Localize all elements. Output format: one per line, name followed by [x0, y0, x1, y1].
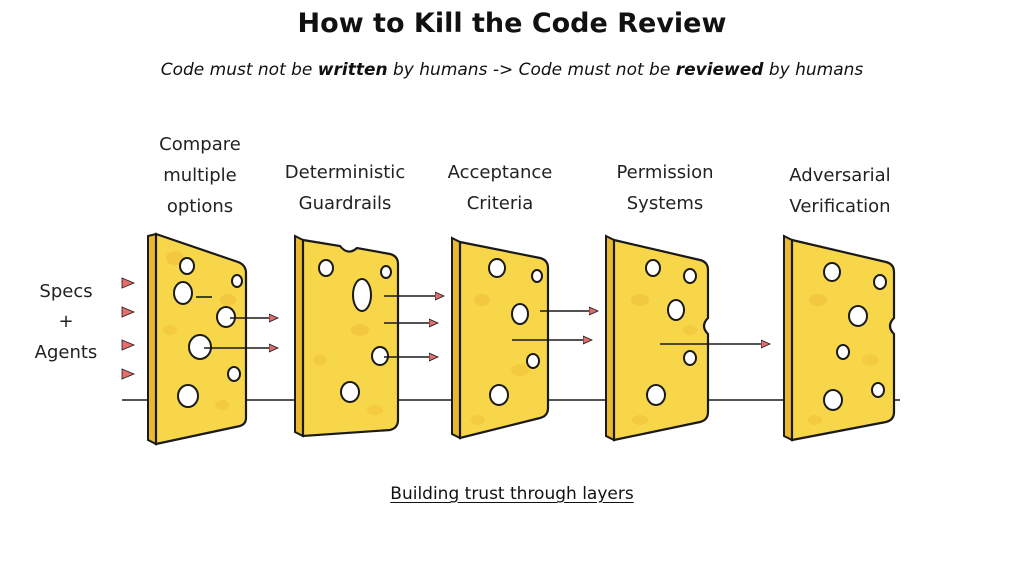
cheese-hole — [177, 384, 199, 408]
cheese-slice-1 — [147, 232, 248, 446]
layer-label-5: Adversarial Verification — [789, 165, 890, 217]
subtitle: Code must not be written by humans -> Co… — [160, 60, 864, 80]
cheese-hole — [823, 389, 843, 411]
cheese-hole — [318, 259, 334, 277]
cheese-hole — [489, 384, 509, 406]
cheese-hole — [188, 334, 212, 360]
layer-label-line: Guardrails — [299, 193, 392, 214]
incoming-arrow — [121, 368, 136, 380]
cheese-slice-3 — [451, 236, 550, 440]
incoming-arrow — [121, 306, 136, 318]
incoming-arrows — [121, 277, 136, 380]
cheese-hole — [227, 366, 241, 382]
layer-label-1: Compare multiple options — [159, 134, 241, 217]
layer-label-4: Permission Systems — [616, 162, 713, 214]
input-label-line: + — [58, 311, 73, 332]
cheese-hole — [683, 350, 697, 366]
input-label: Specs + Agents — [35, 281, 98, 363]
caption: Building trust through layers — [390, 484, 634, 504]
layer-label-line: Acceptance — [448, 162, 553, 183]
cheese-hole — [526, 353, 540, 369]
cheese-hole — [836, 344, 850, 360]
layer-label-line: Systems — [627, 193, 704, 214]
cheese-hole — [352, 278, 372, 312]
layer-label-line: Compare — [159, 134, 241, 155]
cheese-hole — [645, 259, 661, 277]
layer-label-line: Permission — [616, 162, 713, 183]
cheese-hole — [340, 381, 360, 403]
page-title: How to Kill the Code Review — [297, 8, 727, 39]
cheese-slice-5 — [783, 234, 896, 442]
layer-label-line: Deterministic — [285, 162, 405, 183]
cheese-slice-4 — [605, 234, 710, 442]
cheese-hole — [216, 306, 236, 328]
layer-label-line: Adversarial — [789, 165, 890, 186]
layer-label-line: Verification — [789, 196, 890, 217]
cheese-hole — [511, 303, 529, 325]
cheese-hole — [848, 305, 868, 327]
cheese-hole — [380, 265, 392, 279]
layer-label-2: Deterministic Guardrails — [285, 162, 405, 214]
cheese-hole — [683, 268, 697, 284]
cheese-hole — [646, 384, 666, 406]
input-label-line: Agents — [35, 342, 98, 363]
cheese-slice-2 — [294, 234, 400, 438]
cheese-hole — [873, 274, 887, 290]
incoming-arrow — [121, 277, 136, 289]
cheese-hole — [231, 274, 243, 288]
incoming-arrow — [121, 339, 136, 351]
cheese-hole — [179, 257, 195, 275]
cheese-hole — [531, 269, 543, 283]
cheese-hole — [823, 262, 841, 282]
pass-through-arrows — [196, 296, 768, 357]
layer-label-line: multiple — [163, 165, 237, 186]
input-label-line: Specs — [39, 281, 92, 302]
layer-label-line: options — [167, 196, 233, 217]
layer-label-line: Criteria — [467, 193, 534, 214]
layer-label-3: Acceptance Criteria — [448, 162, 553, 214]
cheese-hole — [173, 281, 193, 305]
cheese-hole — [667, 299, 685, 321]
cheese-hole — [371, 346, 389, 366]
cheese-hole — [871, 382, 885, 398]
cheese-hole — [488, 258, 506, 278]
